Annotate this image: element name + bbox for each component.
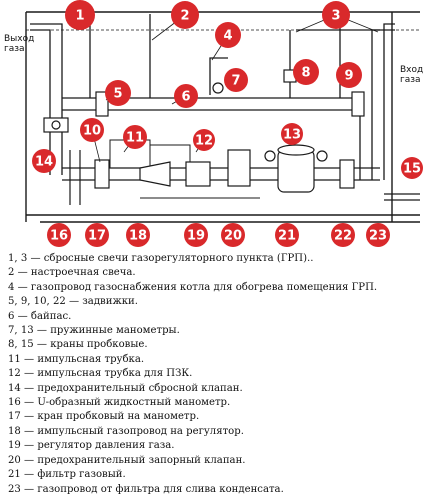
legend-item: 11 — импульсная трубка.	[8, 353, 145, 365]
callout-number-5: 5	[113, 87, 122, 102]
legend-item: 23 — газопровод от фильтра для слива кон…	[8, 483, 284, 495]
inlet-label-line2: газа	[400, 75, 421, 85]
legend-item: 20 — предохранительный запорный клапан.	[8, 454, 246, 466]
callout-circle-4	[215, 22, 241, 48]
legend-item: 6 — байпас.	[8, 310, 72, 322]
callout-number-21: 21	[278, 229, 296, 244]
outlet-label-line2: газа	[4, 44, 25, 54]
callout-circle-5	[105, 80, 131, 106]
callout-number-4: 4	[223, 29, 232, 44]
callout-circle-12	[193, 129, 215, 151]
legend-item: 8, 15 — краны пробковые.	[8, 339, 148, 351]
callout-number-18: 18	[129, 229, 147, 244]
callout-circle-22	[331, 223, 355, 247]
callout-number-14: 14	[35, 155, 53, 170]
legend-item: 12 — импульсная трубка для ПЗК.	[8, 368, 193, 380]
callout-number-8: 8	[301, 66, 310, 81]
callout-number-1: 1	[75, 9, 84, 24]
legend-item: 1, 3 — сбросные свечи газорегуляторного …	[8, 253, 314, 264]
callout-circle-3	[322, 1, 350, 29]
legend-item: 17 — кран пробковый на манометр.	[8, 411, 200, 423]
callout-circle-11	[123, 125, 147, 149]
callout-number-3: 3	[331, 9, 340, 24]
legend-item: 18 — импульсный газопровод на регулятор.	[8, 425, 244, 437]
legend: 1, 3 — сбросные свечи газорегуляторного …	[8, 252, 432, 497]
callout-circle-2	[171, 1, 199, 29]
callout-number-23: 23	[369, 229, 387, 244]
callout-number-10: 10	[83, 124, 101, 139]
equipment	[43, 69, 365, 205]
callout-circle-7	[224, 68, 248, 92]
callout-number-20: 20	[224, 229, 242, 244]
callout-circle-1	[65, 0, 95, 30]
callout-number-11: 11	[126, 131, 144, 146]
legend-item: 7, 13 — пружинные манометры.	[8, 325, 180, 337]
callout-number-7: 7	[231, 74, 240, 89]
legend-item: 14 — предохранительный сбросной клапан.	[8, 382, 243, 394]
callout-circle-23	[366, 223, 390, 247]
callout-circle-21	[275, 223, 299, 247]
callout-number-9: 9	[344, 69, 353, 84]
callout-circle-14	[32, 149, 56, 173]
callout-number-6: 6	[181, 90, 190, 105]
legend-item: 2 — настроечная свеча.	[8, 267, 136, 279]
callout-circle-6	[174, 84, 198, 108]
callout-number-2: 2	[180, 9, 189, 24]
callout-number-16: 16	[50, 229, 68, 244]
callout-number-19: 19	[187, 229, 205, 244]
callout-number-17: 17	[88, 229, 106, 244]
callout-number-12: 12	[195, 134, 213, 149]
outlet-label-line1: Выход	[4, 34, 34, 44]
legend-item: 16 — U-образный жидкостный манометр.	[8, 397, 231, 409]
callout-circle-13	[281, 123, 303, 145]
callout-circle-9	[336, 62, 362, 88]
callout-number-13: 13	[283, 128, 301, 143]
callout-number-15: 15	[403, 162, 421, 177]
callout-circle-16	[47, 223, 71, 247]
callout-circle-8	[293, 59, 319, 85]
callout-circle-19	[184, 223, 208, 247]
callout-circle-17	[85, 223, 109, 247]
legend-item: 21 — фильтр газовый.	[8, 469, 126, 481]
legend-item: 19 — регулятор давления газа.	[8, 440, 175, 452]
callout-circle-20	[221, 223, 245, 247]
legend-item: 4 — газопровод газоснабжения котла для о…	[8, 281, 378, 293]
callout-circle-15	[401, 157, 423, 179]
callout-number-22: 22	[334, 229, 352, 244]
callout-circle-18	[126, 223, 150, 247]
inlet-label-line1: Вход	[400, 65, 423, 75]
legend-item: 5, 9, 10, 22 — задвижки.	[8, 296, 138, 308]
callout-circle-10	[80, 118, 104, 142]
